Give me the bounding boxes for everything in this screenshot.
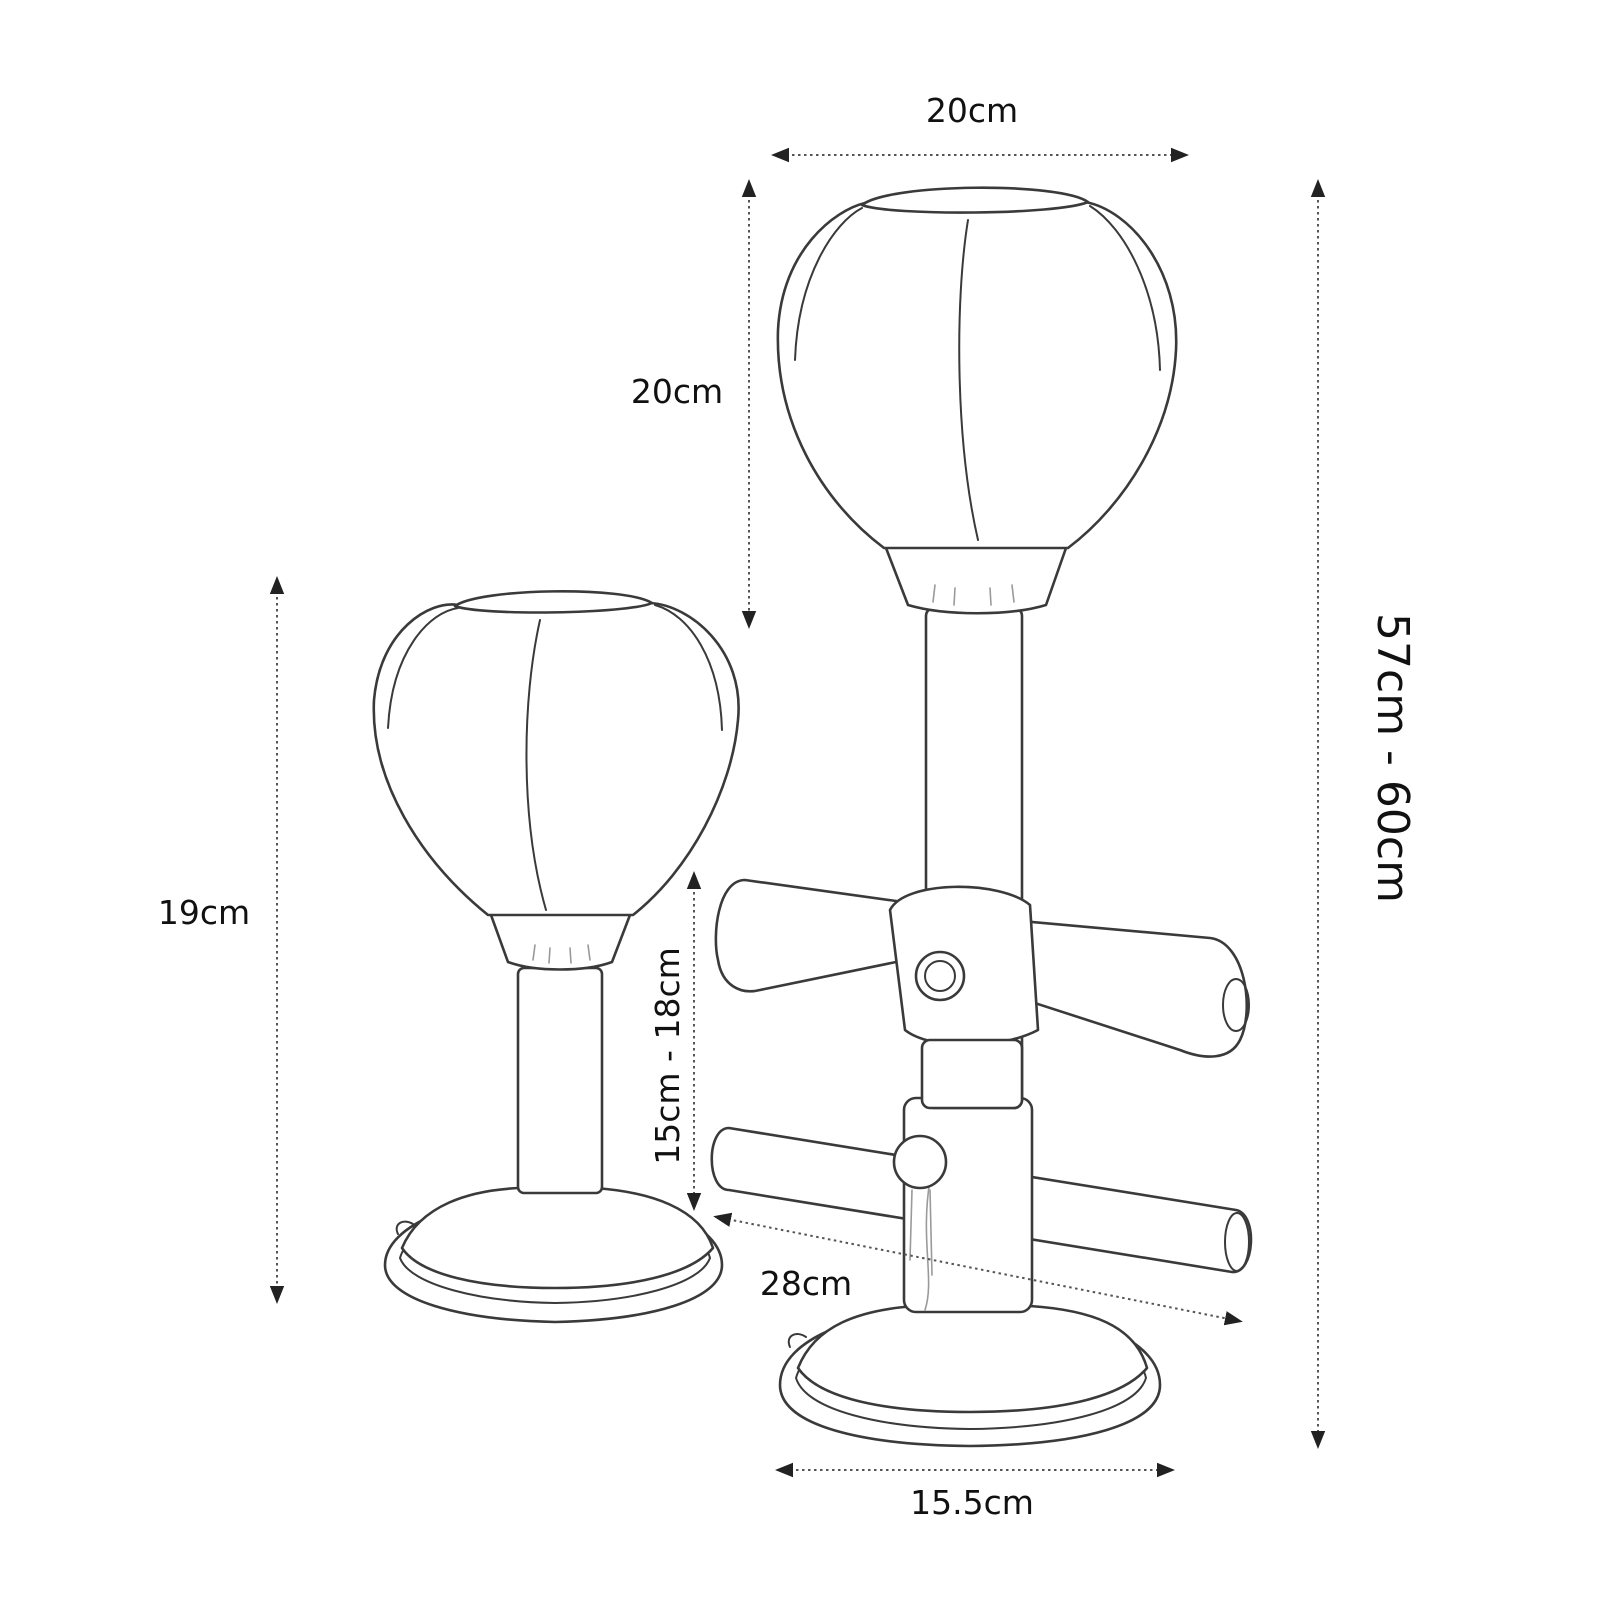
small-bag-top (453, 590, 654, 614)
small-pole (516, 966, 604, 1195)
small-bag (372, 591, 740, 917)
tall-neck (884, 537, 1068, 615)
small-bag-seam (525, 619, 547, 911)
tall-hub (888, 885, 1040, 1047)
label-small-height: 19cm (158, 893, 250, 932)
label-handle-length: 28cm (760, 1264, 852, 1303)
label-top-width: 20cm (926, 91, 1018, 130)
small-punching-bag (372, 590, 740, 1324)
tall-left-handle (714, 878, 932, 993)
tall-base-dome (796, 1304, 1149, 1414)
dimension-lines (269, 147, 1326, 1478)
tall-hub-button (914, 950, 966, 1002)
dimension-labels: 20cm 20cm 57cm - 60cm 19cm 15cm - 18cm 2… (158, 91, 1418, 1522)
tall-punching-bag (710, 186, 1253, 1448)
tall-lower-pole (902, 1096, 1034, 1314)
tall-bag (776, 186, 1178, 550)
small-base-tab (395, 1220, 414, 1235)
label-base-diameter: 15.5cm (910, 1483, 1034, 1522)
tall-bag-top (860, 186, 1090, 214)
small-base-dome (400, 1186, 715, 1290)
tall-base-tab (787, 1333, 807, 1348)
label-adjustable-height: 15cm - 18cm (648, 947, 687, 1164)
tall-right-handle (1008, 918, 1248, 1058)
tall-bag-seam (958, 219, 979, 541)
label-head-height: 20cm (631, 372, 723, 411)
tall-adjust-knob (892, 1134, 948, 1190)
label-total-height: 57cm - 60cm (1367, 613, 1418, 903)
small-neck (489, 906, 632, 971)
